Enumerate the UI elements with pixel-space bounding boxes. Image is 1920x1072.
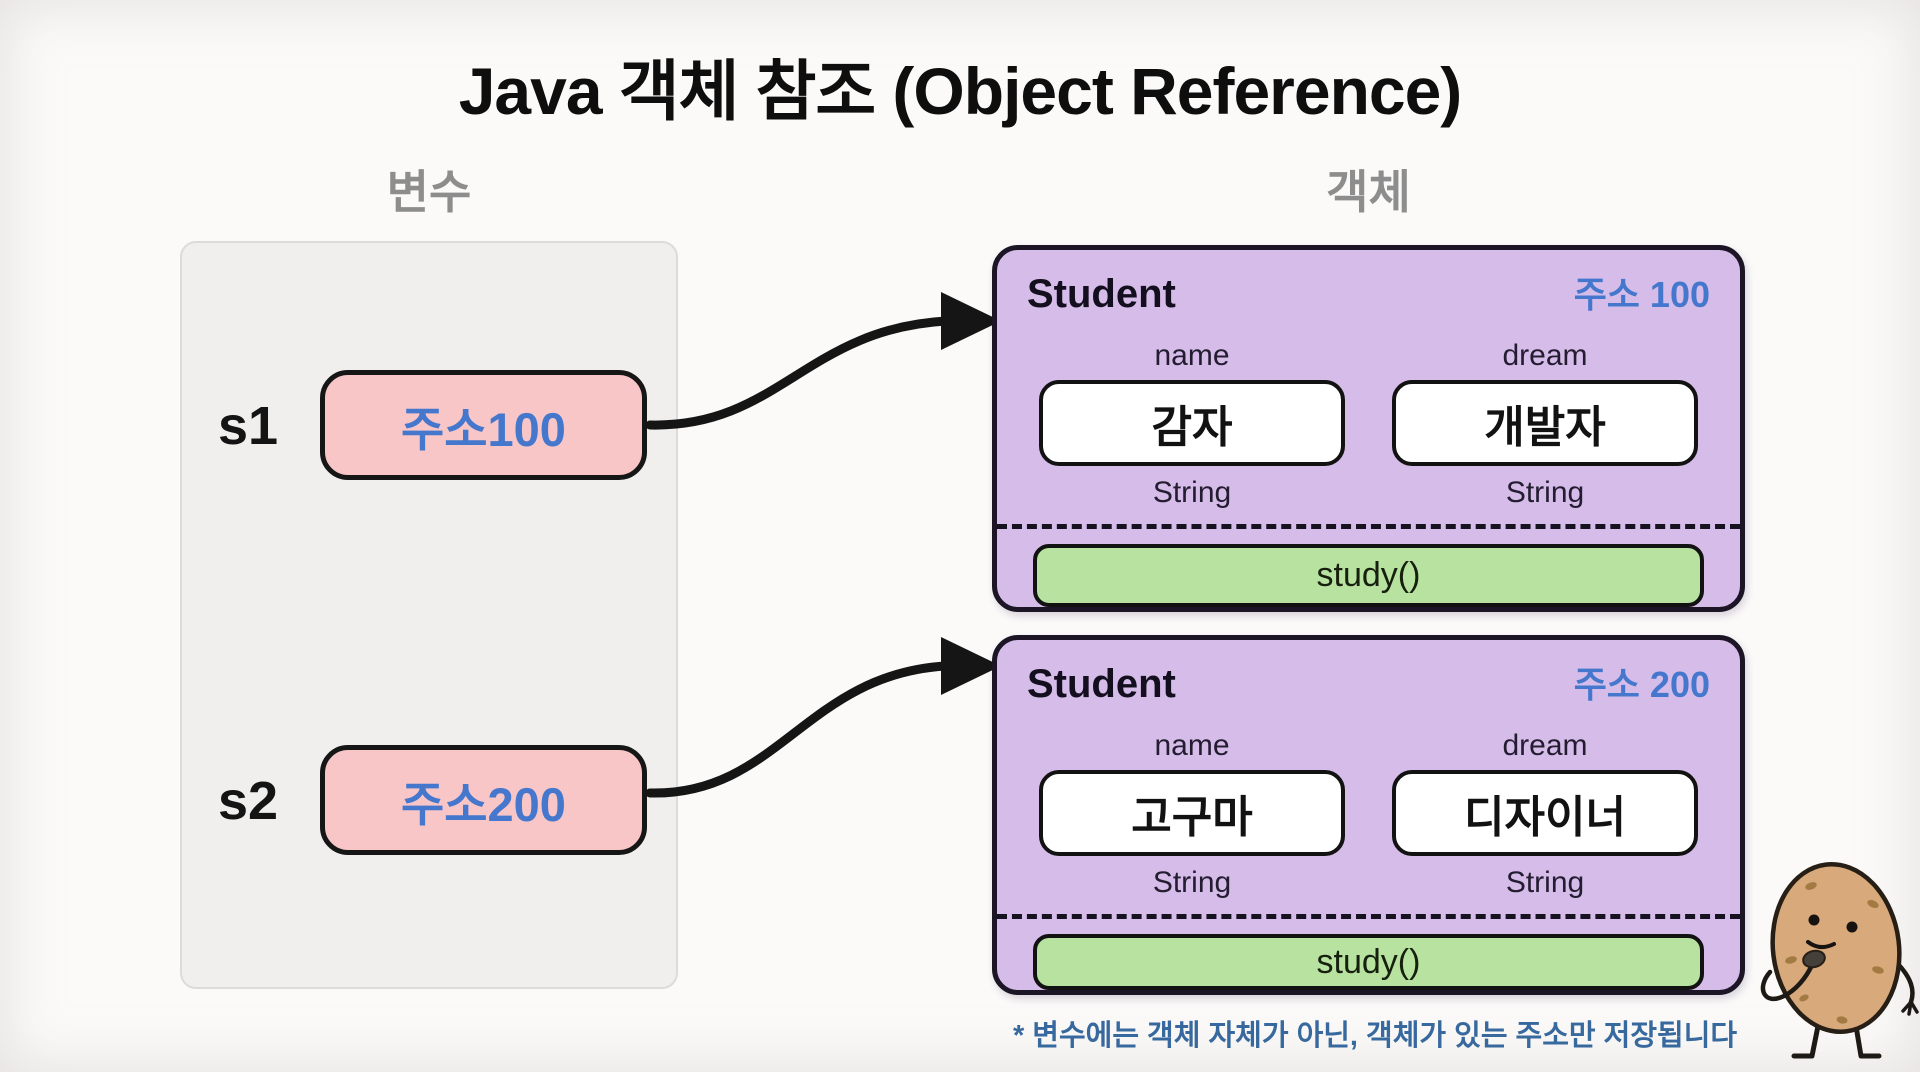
field-label: dream	[1502, 729, 1588, 762]
object1-method-bar: study()	[1033, 544, 1704, 607]
field-label: name	[1154, 339, 1230, 372]
object2-fields: name 고구마 String dream 디자이너 String	[997, 728, 1740, 901]
field-value-box: 디자이너	[1392, 770, 1698, 856]
object2-field-dream: dream 디자이너 String	[1392, 728, 1698, 901]
field-type-label: String	[1152, 866, 1232, 899]
arrow-s1-to-object1	[645, 292, 1001, 430]
object1-class-name: Student	[1027, 272, 1176, 316]
object-card-1: Student 주소 100 name 감자 String dream 개발자 …	[992, 245, 1745, 612]
object2-address: 주소 200	[1573, 664, 1710, 705]
object-card-2: Student 주소 200 name 고구마 String dream 디자이…	[992, 635, 1745, 995]
fields-methods-separator	[997, 914, 1740, 919]
object2-class-name: Student	[1027, 662, 1176, 706]
field-label: name	[1154, 729, 1230, 762]
footnote-text: * 변수에는 객체 자체가 아닌, 객체가 있는 주소만 저장됩니다	[1012, 1020, 1738, 1052]
field-type-label: String	[1505, 866, 1585, 899]
object1-field-dream: dream 개발자 String	[1392, 338, 1698, 511]
object2-method-bar: study()	[1033, 934, 1704, 990]
variables-panel	[180, 241, 678, 989]
object1-fields: name 감자 String dream 개발자 String	[997, 338, 1740, 511]
field-value-box: 개발자	[1392, 380, 1698, 466]
object2-field-name: name 고구마 String	[1039, 728, 1345, 901]
object1-header: Student 주소 100	[997, 250, 1740, 318]
page-title: Java 객체 참조 (Object Reference)	[458, 54, 1463, 128]
object1-field-name: name 감자 String	[1039, 338, 1345, 511]
field-type-label: String	[1505, 476, 1585, 509]
potato-spots	[1785, 882, 1884, 1024]
variable-s1-value-box: 주소100	[320, 370, 647, 480]
field-label: dream	[1502, 339, 1588, 372]
variable-s1-label: s1	[218, 396, 279, 456]
object1-address: 주소 100	[1573, 274, 1710, 315]
variable-s2-label: s2	[218, 771, 279, 831]
field-type-label: String	[1152, 476, 1232, 509]
field-value-box: 고구마	[1039, 770, 1345, 856]
objects-heading: 객체	[1326, 166, 1411, 218]
field-value-box: 감자	[1039, 380, 1345, 466]
arrow-s2-to-object2	[645, 637, 1001, 798]
variables-heading: 변수	[386, 166, 472, 218]
variable-s2-value-box: 주소200	[320, 745, 647, 855]
fields-methods-separator	[997, 524, 1740, 529]
object2-header: Student 주소 200	[997, 640, 1740, 708]
potato-mascot	[1760, 862, 1919, 1059]
